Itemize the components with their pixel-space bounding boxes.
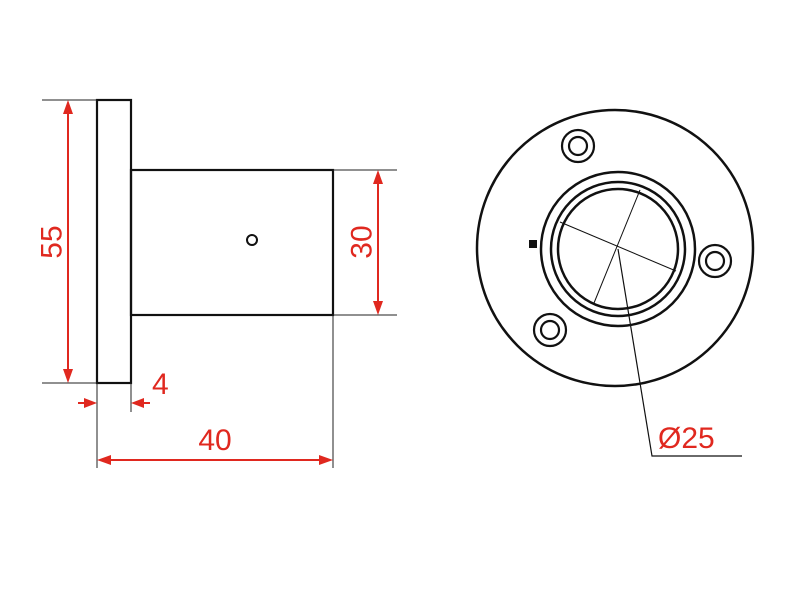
bore-circle: [556, 187, 680, 311]
set-screw-marker: [529, 240, 537, 248]
mounting-hole-right: [697, 243, 733, 279]
front-view: [475, 108, 755, 457]
arrow-40-right: [319, 455, 333, 465]
arrow-4-left: [84, 398, 97, 408]
side-view: [95, 98, 335, 385]
arrow-55-bottom: [63, 369, 73, 383]
mounting-hole-top: [560, 128, 596, 164]
dim-label-30: 30: [346, 225, 379, 258]
arrow-55-top: [63, 100, 73, 114]
boss-outer-circle: [539, 170, 697, 328]
arrow-30-top: [373, 170, 383, 184]
body-side-outline: [129, 168, 335, 317]
set-screw-hole: [246, 234, 258, 246]
extension-lines: [42, 99, 397, 468]
dim-label-diameter: Ø25: [658, 422, 715, 455]
arrow-4-right: [131, 398, 144, 408]
dim-label-4: 4: [152, 368, 169, 401]
mounting-hole-bottom: [532, 312, 568, 348]
arrow-40-left: [97, 455, 111, 465]
dim-label-40: 40: [198, 424, 231, 457]
dim-label-55: 55: [36, 225, 69, 258]
arrow-30-bottom: [373, 301, 383, 315]
boss-ring-circle: [549, 180, 687, 318]
bore-cross-lines: [559, 189, 677, 304]
diameter-leader-line: [617, 248, 742, 457]
flange-side-outline: [95, 98, 133, 385]
dimension-lines: [67, 110, 379, 461]
flange-outer-circle: [475, 108, 755, 388]
arrowheads: [63, 100, 383, 465]
